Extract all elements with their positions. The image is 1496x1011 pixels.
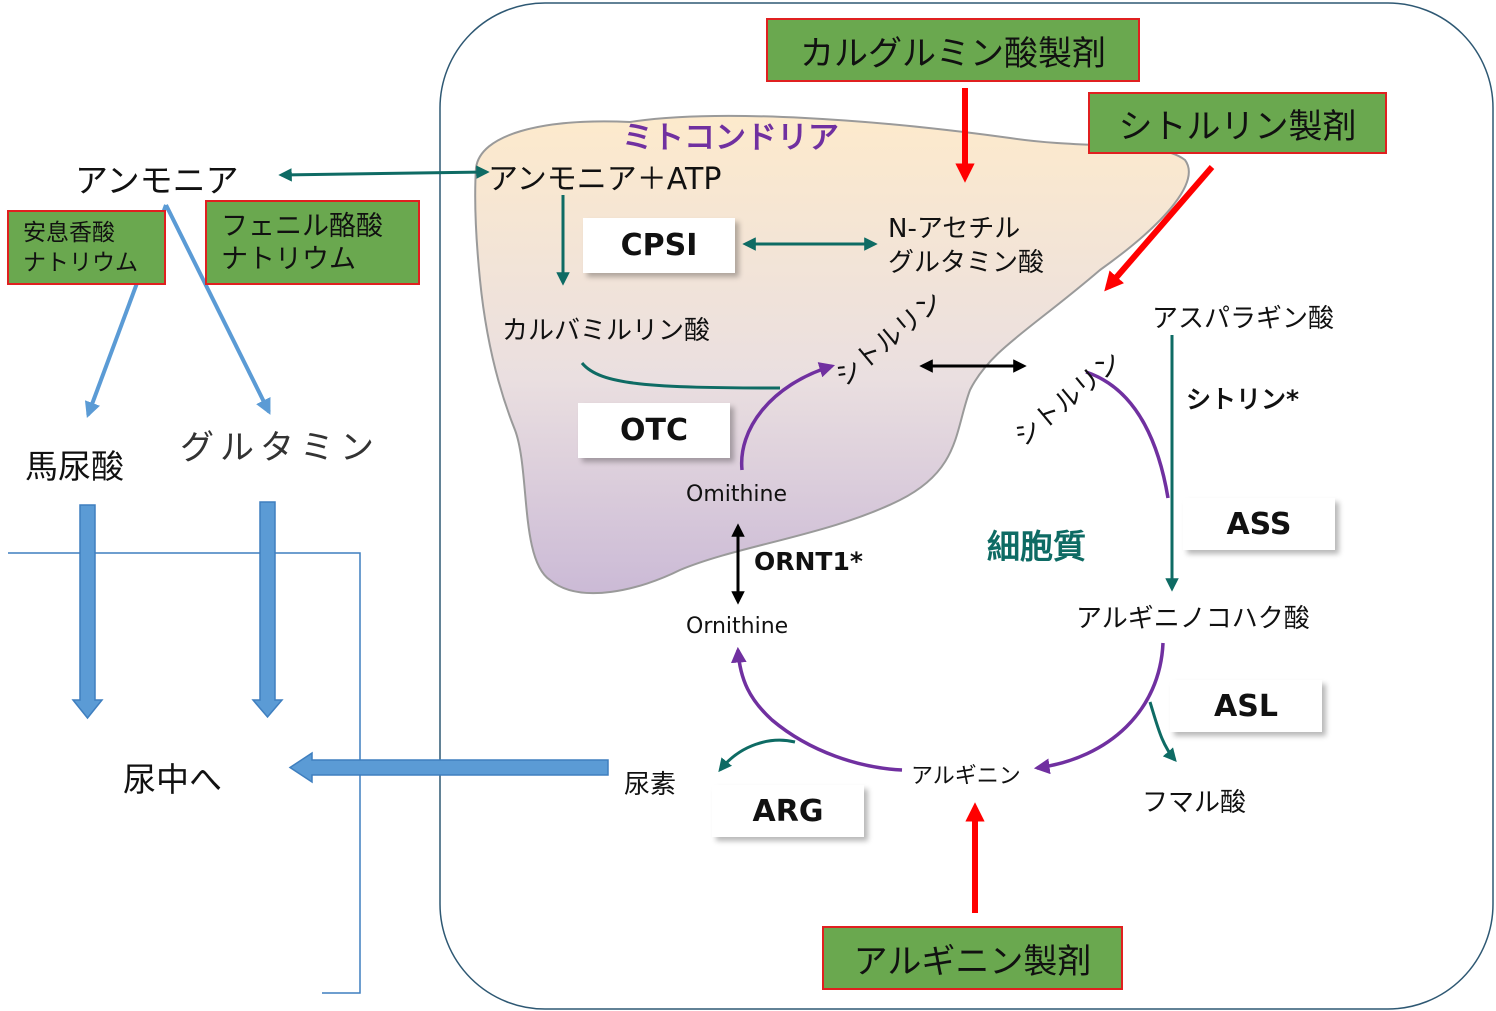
enzyme-otc-label: OTC (620, 413, 688, 448)
drug-arginine-label: アルギニン製剤 (853, 941, 1092, 982)
ammonia-blood-label: アンモニア (75, 161, 239, 200)
drug-phenylbutyrate: フェニル酪酸 ナトリウム (205, 200, 420, 285)
arrow-ornithine-to-citrulline (739, 362, 836, 471)
drug-carglumic-label: カルグルミン酸製剤 (800, 33, 1106, 74)
enzyme-otc: OTC (578, 403, 730, 458)
drug-arginine: アルギニン製剤 (822, 926, 1123, 990)
ornithine-mito-label: Omithine (686, 482, 788, 507)
fumarate-label: フマル酸 (1142, 788, 1247, 818)
enzyme-ass: ASS (1183, 498, 1335, 550)
carbamoyl-phosphate-label: カルバミルリン酸 (502, 316, 711, 346)
ornt1-label: ORNT1* (754, 547, 863, 576)
drug-benzoate-line2: ナトリウム (23, 249, 138, 276)
arrow-to-fumarate (1148, 701, 1177, 763)
hippuric-acid-label: 馬尿酸 (25, 447, 124, 486)
arrow-to-glutamine (164, 204, 271, 415)
nag-line2-label: グルタミン酸 (888, 248, 1045, 278)
enzyme-asl: ASL (1170, 680, 1322, 732)
enzyme-asl-label: ASL (1214, 688, 1278, 724)
cell-membrane (439, 2, 1494, 1010)
arrow-ammonia-exchange (278, 165, 490, 182)
enzyme-arg: ARG (712, 785, 864, 837)
aspartate-label: アスパラギン酸 (1152, 304, 1335, 334)
drug-phenylbutyrate-line1: フェニル酪酸 (221, 210, 383, 242)
line-carbamoyl-to-otc (580, 362, 781, 390)
arrow-urea-to-urine (288, 751, 609, 784)
region-mitochondria-label: ミトコンドリア (622, 120, 839, 156)
drug-citrulline: シトルリン製剤 (1088, 92, 1387, 154)
enzyme-arg-label: ARG (752, 793, 824, 829)
to-urine-label: 尿中へ (123, 760, 222, 799)
urea-label: 尿素 (624, 770, 677, 800)
glutamine-label: グルタミン (180, 428, 380, 468)
arrow-arginine-to-ornithine (730, 646, 903, 772)
arrow-hippuric-to-urine (71, 504, 104, 720)
enzyme-cpsi-label: CPSI (620, 228, 698, 263)
arginine-label: アルギニン (911, 764, 1021, 789)
drug-benzoate-line1: 安息香酸 (23, 219, 115, 246)
line-citrulline-to-ass (1085, 370, 1170, 499)
drug-benzoate: 安息香酸 ナトリウム (7, 210, 166, 285)
drug-phenylbutyrate-line2: ナトリウム (221, 243, 356, 275)
region-cytoplasm-label: 細胞質 (987, 527, 1086, 566)
citrin-label: シトリン* (1186, 385, 1300, 414)
drug-carglumic: カルグルミン酸製剤 (766, 18, 1140, 82)
enzyme-ass-label: ASS (1226, 506, 1292, 542)
arrow-to-urea (718, 738, 796, 773)
enzyme-cpsi: CPSI (583, 218, 735, 273)
ornithine-cyto-label: Ornithine (686, 614, 789, 639)
arrow-citrulline-drug (1104, 165, 1215, 292)
drug-citrulline-label: シトルリン製剤 (1118, 106, 1357, 147)
arrow-argininosuccinate-to-arginine (1033, 642, 1165, 775)
argininosuccinate-label: アルギニノコハク酸 (1076, 604, 1310, 634)
nag-line1-label: N-アセチル (888, 214, 1021, 244)
ammonia-atp-label: アンモニア＋ATP (488, 162, 722, 197)
arrow-glutamine-to-urine (251, 501, 284, 719)
